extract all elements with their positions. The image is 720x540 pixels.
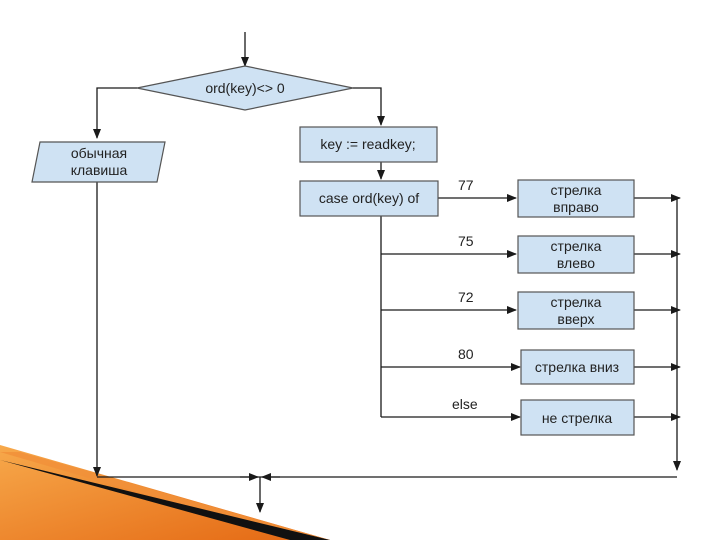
edges (93, 32, 681, 513)
branch-72-line2: вверх (557, 311, 594, 327)
normal-key-node: обычная клавиша (31, 141, 166, 183)
branch-else-node: не стрелка (520, 399, 635, 436)
branch-75-node: стрелка влево (517, 235, 635, 274)
branch-75-label: 75 (458, 233, 474, 249)
branch-75-line2: влево (557, 255, 595, 271)
branch-80-node: стрелка вниз (520, 349, 635, 385)
branch-80-line1: стрелка вниз (535, 359, 619, 375)
branch-75-line1: стрелка (551, 238, 602, 254)
case-node: case ord(key) of (299, 180, 439, 217)
decision-label: ord(key)<> 0 (205, 80, 285, 96)
normal-key-label-line1: обычная (71, 145, 127, 161)
normal-key-label-line2: клавиша (71, 162, 128, 178)
branch-77-line1: стрелка (551, 182, 602, 198)
branch-77-line2: вправо (553, 199, 599, 215)
branch-else-label: else (452, 396, 478, 412)
readkey-label: key := readkey; (320, 136, 415, 152)
corner-decoration (0, 445, 330, 540)
branch-72-node: стрелка вверх (517, 291, 635, 330)
decision-true-edge (353, 87, 385, 126)
branch-80-label: 80 (458, 346, 474, 362)
branch-72-label: 72 (458, 289, 474, 305)
branch-labels: 77 75 72 80 else (452, 177, 478, 412)
case-label: case ord(key) of (319, 190, 419, 206)
readkey-node: key := readkey; (299, 126, 438, 163)
branch-77-label: 77 (458, 177, 474, 193)
branch-else-line1: не стрелка (542, 410, 613, 426)
decision-false-edge (93, 87, 137, 139)
branch-77-node: стрелка вправо (517, 179, 635, 218)
branch-72-line1: стрелка (551, 294, 602, 310)
decision-node: ord(key)<> 0 (136, 65, 354, 111)
